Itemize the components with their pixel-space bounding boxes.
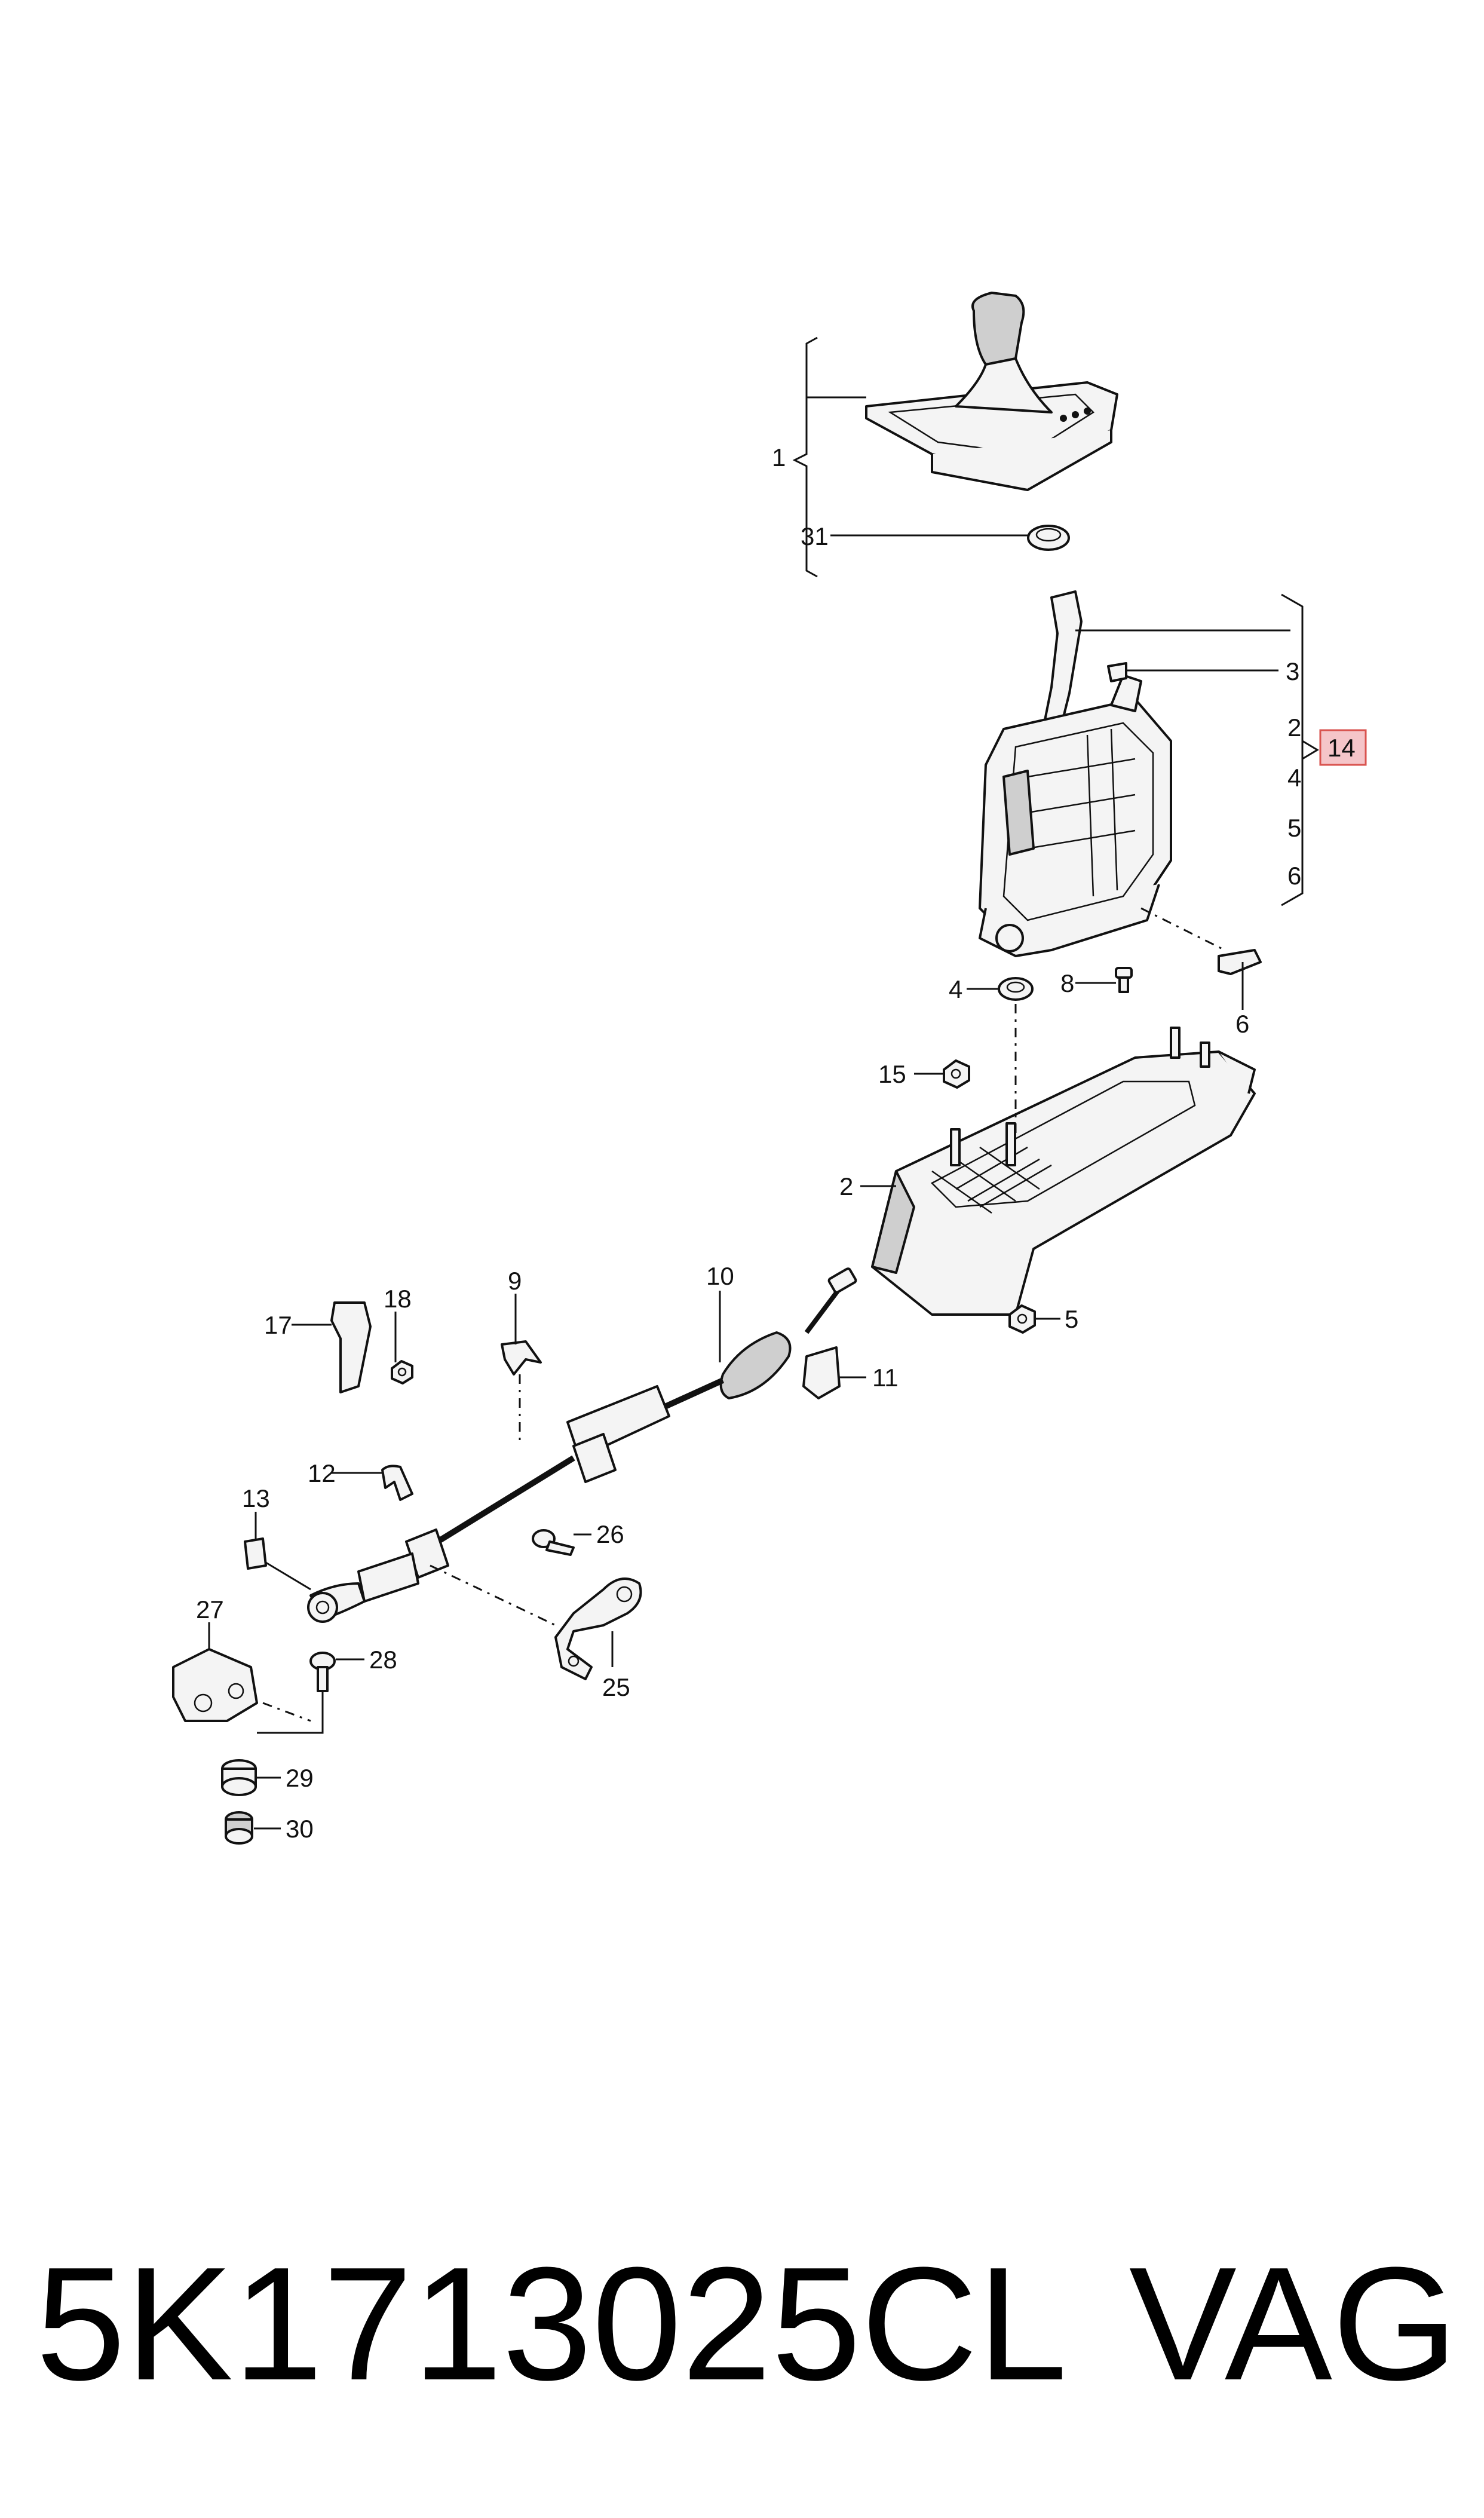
callout-15: 15 (878, 1060, 906, 1088)
leader-lines (208, 336, 1319, 1830)
callout-11: 11 (872, 1364, 899, 1392)
clip-part-13 (244, 1537, 267, 1570)
mounting-frame (871, 1027, 1256, 1316)
callout-14: 14 (1327, 734, 1356, 762)
callout-29: 29 (286, 1764, 314, 1792)
nut-part-5 (1008, 1304, 1036, 1334)
screw-part-26 (532, 1529, 575, 1556)
callout-31: 31 (801, 522, 829, 550)
callout-5: 5 (1065, 1305, 1078, 1333)
callout-30: 30 (286, 1815, 314, 1843)
callout-10: 10 (706, 1262, 734, 1290)
bushing-part-30 (225, 1811, 253, 1845)
clip-part-11 (802, 1346, 841, 1399)
clamp-part-27 (172, 1648, 258, 1722)
callout-12: 12 (308, 1459, 336, 1487)
brand-name: VAG (1129, 2234, 1458, 2414)
nut-part-18 (391, 1360, 413, 1384)
callout-9: 9 (508, 1267, 522, 1295)
callout-2: 2 (839, 1172, 853, 1200)
nut-part-15 (943, 1059, 970, 1089)
bushing-part-29 (221, 1759, 257, 1796)
callout-3: 3 (1286, 657, 1299, 685)
highlight-box-14 (1319, 729, 1367, 766)
callout-8: 8 (1060, 969, 1074, 997)
callout-17: 17 (264, 1311, 292, 1339)
callout-4: 4 (949, 975, 962, 1003)
selector-cable (307, 1267, 857, 1623)
clip-part-12 (381, 1465, 413, 1501)
callout-4-top: 4 (1287, 764, 1301, 792)
callout-6: 6 (1235, 1010, 1249, 1038)
grommet-part-4 (998, 977, 1034, 1001)
selector-mechanism (979, 590, 1172, 957)
callout-6-top: 6 (1287, 862, 1301, 890)
callout-labels: 1 31 3 2 14 4 5 6 4 8 6 15 2 5 9 10 11 1… (196, 443, 1356, 1843)
callout-5-top: 5 (1287, 814, 1301, 842)
callout-18: 18 (384, 1285, 412, 1313)
shift-knob-trim-assembly (865, 292, 1118, 491)
callout-25: 25 (602, 1673, 630, 1701)
callout-1: 1 (772, 443, 786, 471)
bracket-part-17 (330, 1301, 372, 1393)
footer-caption: 5K1713025CL VAG (36, 2235, 1458, 2414)
screw-part-28 (309, 1652, 336, 1692)
clip-part-9 (501, 1340, 542, 1376)
part-number: 5K1713025CL (36, 2234, 1068, 2414)
callout-2-top: 2 (1287, 713, 1301, 742)
bracket-part-25 (554, 1577, 642, 1680)
bolt-part-8 (1115, 967, 1133, 993)
boot-ring (1027, 525, 1070, 551)
callout-28: 28 (369, 1646, 397, 1674)
callout-27: 27 (196, 1595, 224, 1623)
callout-13: 13 (242, 1484, 270, 1512)
callout-26: 26 (596, 1520, 624, 1548)
bracket-part-6 (1218, 949, 1262, 975)
clip-part-3 (1107, 662, 1127, 682)
